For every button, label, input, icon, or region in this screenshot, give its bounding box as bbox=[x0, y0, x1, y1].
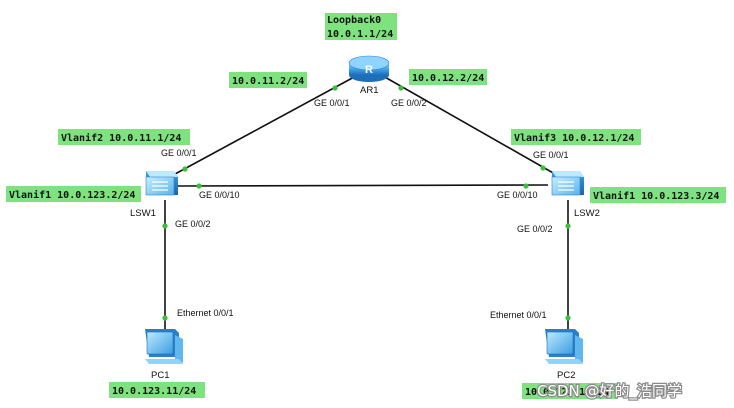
port-dot bbox=[523, 183, 529, 189]
pc1-ip-label: 10.0.123.11/24 bbox=[112, 386, 196, 397]
port-dot bbox=[162, 315, 168, 321]
port-label-ar1-ge002: GE 0/0/2 bbox=[391, 98, 427, 108]
device-label-lsw1: LSW1 bbox=[130, 208, 156, 219]
lsw1-vlanif2-label: Vlanif2 10.0.11.1/24 bbox=[61, 132, 181, 144]
port-label-lsw2-ge0010: GE 0/0/10 bbox=[497, 190, 538, 200]
port-dot bbox=[162, 223, 168, 229]
lsw1-vlanif1-label: Vlanif1 10.0.123.2/24 bbox=[9, 189, 135, 201]
loopback-name-label: Loopback0 bbox=[327, 15, 381, 26]
port-dot bbox=[182, 166, 188, 172]
port-label-lsw2-ge001: GE 0/0/1 bbox=[533, 150, 569, 160]
pc2-ip-label: 10.0.123.12/24 bbox=[525, 387, 609, 398]
port-label-pc2-eth: Ethernet 0/0/1 bbox=[490, 310, 547, 320]
port-dot bbox=[398, 85, 404, 91]
device-label-lsw2: LSW2 bbox=[574, 208, 600, 219]
port-label-pc1-eth: Ethernet 0/0/1 bbox=[177, 308, 234, 318]
device-label-pc1: PC1 bbox=[151, 370, 169, 381]
port-label-lsw1-ge001: GE 0/0/1 bbox=[161, 148, 197, 158]
pc-icon[interactable] bbox=[145, 329, 183, 364]
ip-labels: Loopback0 10.0.1.1/24 10.0.11.2/24 10.0.… bbox=[6, 13, 726, 399]
ar1-ge002-ip-label: 10.0.12.2/24 bbox=[412, 73, 484, 84]
switch-icon[interactable] bbox=[145, 171, 178, 196]
port-labels: GE 0/0/1 GE 0/0/2 GE 0/0/1 GE 0/0/10 GE … bbox=[161, 98, 569, 320]
device-label-pc2: PC2 bbox=[557, 370, 575, 381]
ar1-ge001-ip-label: 10.0.11.2/24 bbox=[232, 76, 304, 87]
port-label-lsw2-ge002: GE 0/0/2 bbox=[517, 224, 553, 234]
link-ar1-lsw2 bbox=[382, 75, 563, 179]
link-lsw1-lsw2 bbox=[177, 184, 549, 187]
svg-text:R: R bbox=[365, 64, 373, 76]
port-label-ar1-ge001: GE 0/0/1 bbox=[314, 98, 350, 108]
port-dot bbox=[196, 183, 202, 189]
links bbox=[163, 75, 569, 332]
router-icon[interactable]: R bbox=[348, 55, 390, 82]
port-label-lsw1-ge0010: GE 0/0/10 bbox=[199, 190, 240, 200]
port-dot bbox=[540, 165, 546, 171]
link-ar1-lsw1 bbox=[163, 75, 357, 181]
port-dots bbox=[162, 85, 571, 321]
port-dot bbox=[565, 315, 571, 321]
port-dot bbox=[565, 223, 571, 229]
pc-icon[interactable] bbox=[545, 329, 583, 364]
device-label-ar1: AR1 bbox=[360, 85, 378, 96]
lsw2-vlanif1-label: Vlanif1 10.0.123.3/24 bbox=[593, 190, 719, 202]
port-label-lsw1-ge002: GE 0/0/2 bbox=[175, 219, 211, 229]
port-dot bbox=[332, 85, 338, 91]
watermark: CSDN @好的_浩同学 bbox=[537, 382, 682, 401]
switch-icon[interactable] bbox=[551, 171, 584, 196]
lsw2-vlanif3-label: Vlanif3 10.0.12.1/24 bbox=[514, 132, 634, 144]
loopback-ip-label: 10.0.1.1/24 bbox=[327, 29, 393, 40]
